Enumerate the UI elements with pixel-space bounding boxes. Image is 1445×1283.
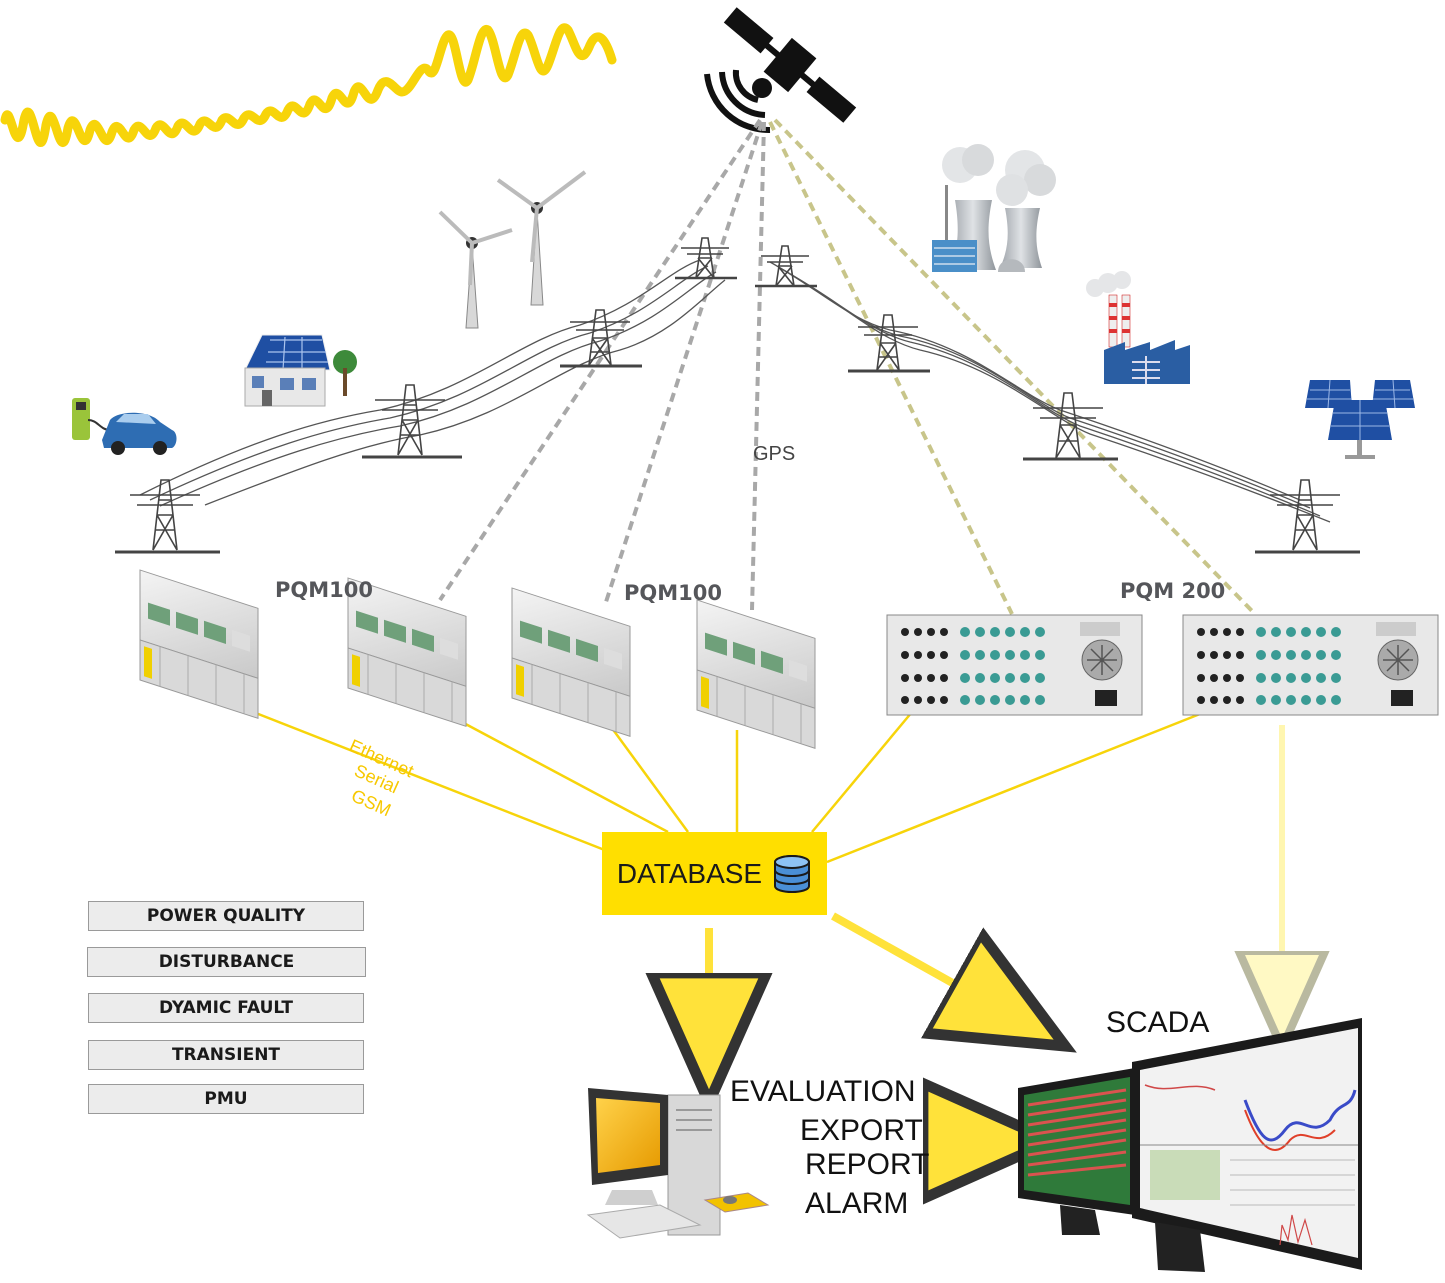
pqm100-device-1 xyxy=(139,569,259,720)
pqm200-device-2 xyxy=(1182,614,1439,716)
transmission-lines-left xyxy=(139,259,726,507)
legend-item-disturbance: DISTURBANCE xyxy=(87,947,366,977)
export-label: EXPORT xyxy=(800,1114,923,1147)
database-box[interactable]: DATABASE xyxy=(602,832,827,915)
legend-item-pmu: PMU xyxy=(88,1084,364,1114)
legend-item-dynamic-fault: DYAMIC FAULT xyxy=(88,993,364,1023)
alarm-label: ALARM xyxy=(805,1187,909,1220)
report-label: REPORT xyxy=(805,1148,930,1181)
pqm200-device-1 xyxy=(886,614,1143,716)
satellite-icon xyxy=(704,7,857,134)
comm-labels: Ethernet Serial GSM xyxy=(346,735,416,820)
pqm100-label-left: PQM100 xyxy=(275,578,373,602)
database-icon xyxy=(774,854,811,893)
power-plant-icon xyxy=(932,144,1056,272)
pylons xyxy=(115,237,1360,554)
gps-links xyxy=(438,118,1257,616)
transmission-lines-right xyxy=(769,261,1331,523)
factory-icon xyxy=(1086,271,1190,384)
pqm100-device-2 xyxy=(347,577,467,728)
workstation-icon xyxy=(586,1088,770,1239)
pqm100-device-4 xyxy=(696,599,816,750)
electric-car-icon xyxy=(72,398,177,455)
legend-item-power-quality: POWER QUALITY xyxy=(88,901,364,931)
gps-label: GPS xyxy=(753,443,795,465)
database-label: DATABASE xyxy=(616,857,763,889)
pqm200-label: PQM 200 xyxy=(1120,579,1225,603)
pqm100-label-mid: PQM100 xyxy=(624,581,722,605)
evaluation-label: EVALUATION xyxy=(730,1075,916,1108)
power-waveform xyxy=(0,23,617,148)
solar-house-icon xyxy=(244,334,357,407)
scada-label: SCADA xyxy=(1106,1006,1210,1039)
arrow-db-to-scada xyxy=(831,912,1015,1018)
scada-monitors-icon xyxy=(1018,1018,1362,1272)
legend-item-transient: TRANSIENT xyxy=(88,1040,364,1070)
pqm100-device-3 xyxy=(511,587,631,738)
wind-turbine-icon xyxy=(438,170,587,329)
solar-panels-icon xyxy=(1305,379,1415,459)
